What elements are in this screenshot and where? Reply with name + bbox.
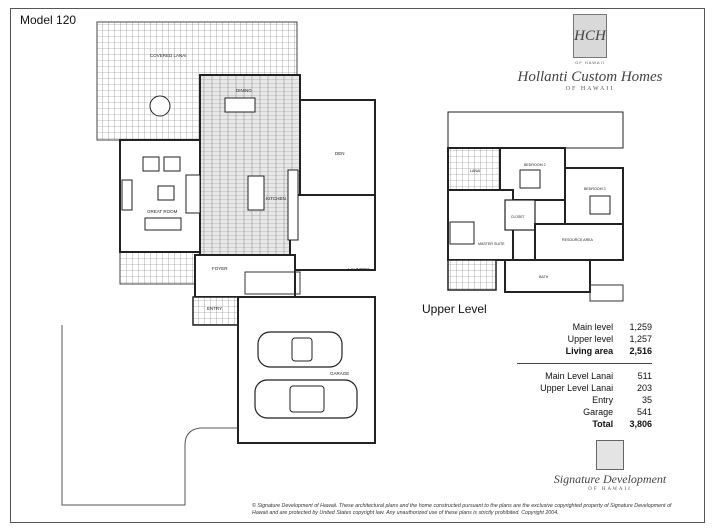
sofa-top-left	[142, 156, 160, 172]
kitchen-island	[247, 175, 265, 211]
upper-bath-small	[447, 259, 497, 291]
kitchen-counter	[287, 169, 299, 241]
label-den: DEN	[335, 151, 345, 156]
media-cabinet	[121, 179, 133, 211]
coffee-table	[157, 185, 175, 201]
label-laundry: LAUNDRY	[348, 267, 369, 272]
monogram-sub: OF HAWAII	[575, 60, 605, 65]
car-top-windshield	[291, 337, 313, 362]
label-great-room: GREAT ROOM	[147, 209, 178, 214]
label-master-suite: MASTER SUITE	[478, 242, 505, 246]
bath	[504, 259, 591, 293]
monogram-seal: HCH	[573, 14, 607, 58]
builder-sub: OF HAWAII	[565, 86, 615, 92]
upper-stairs	[589, 284, 624, 302]
resource-area	[534, 223, 624, 261]
label-foyer: FOYER	[212, 266, 228, 271]
label-closet: CLOSET	[511, 215, 525, 219]
sofa-right	[185, 174, 201, 214]
stairs	[244, 271, 301, 295]
model-title: Model 120	[20, 13, 77, 27]
label-entry: ENTRY	[207, 306, 222, 311]
label-covered-lanai: COVERED LANAI	[150, 53, 187, 58]
dining-table	[224, 97, 256, 113]
developer-logo: Signature Development OF HAWAII	[545, 440, 675, 492]
label-bedroom3: BEDROOM 3	[584, 187, 606, 191]
label-bedroom2: BEDROOM 2	[524, 163, 546, 167]
builder-logo: HCH OF HAWAII Hollanti Custom Homes OF H…	[500, 14, 680, 92]
sofa-top-right	[163, 156, 181, 172]
sofa-bottom	[144, 217, 182, 231]
upper-lanai	[447, 111, 624, 149]
utility-area	[289, 194, 376, 271]
patio-table	[149, 95, 171, 117]
builder-name: Hollanti Custom Homes	[517, 69, 663, 85]
developer-name: Signature Development	[553, 472, 667, 486]
page-frame	[10, 8, 705, 523]
bed-2	[519, 169, 541, 189]
separator	[517, 357, 652, 364]
closet	[504, 199, 536, 231]
garage	[237, 296, 376, 444]
bed-master	[449, 221, 475, 245]
den	[299, 99, 376, 196]
car-bottom-windshield	[289, 385, 325, 413]
label-bath: BATH	[539, 275, 549, 279]
label-garage: GARAGE	[330, 371, 349, 376]
developer-badge-icon	[596, 440, 624, 470]
label-dining: DINING	[236, 88, 252, 93]
site-outline	[61, 325, 245, 506]
label-lanai: LANAI	[470, 169, 480, 173]
copyright-notice: © Signature Development of Hawaii. These…	[252, 503, 672, 516]
bed-3	[589, 195, 611, 215]
upper-level-label: Upper Level	[422, 302, 487, 316]
developer-sub: OF HAWAII	[588, 487, 632, 492]
label-resource-area: RESOURCE AREA	[562, 238, 594, 242]
label-kitchen: KITCHEN	[266, 196, 286, 201]
